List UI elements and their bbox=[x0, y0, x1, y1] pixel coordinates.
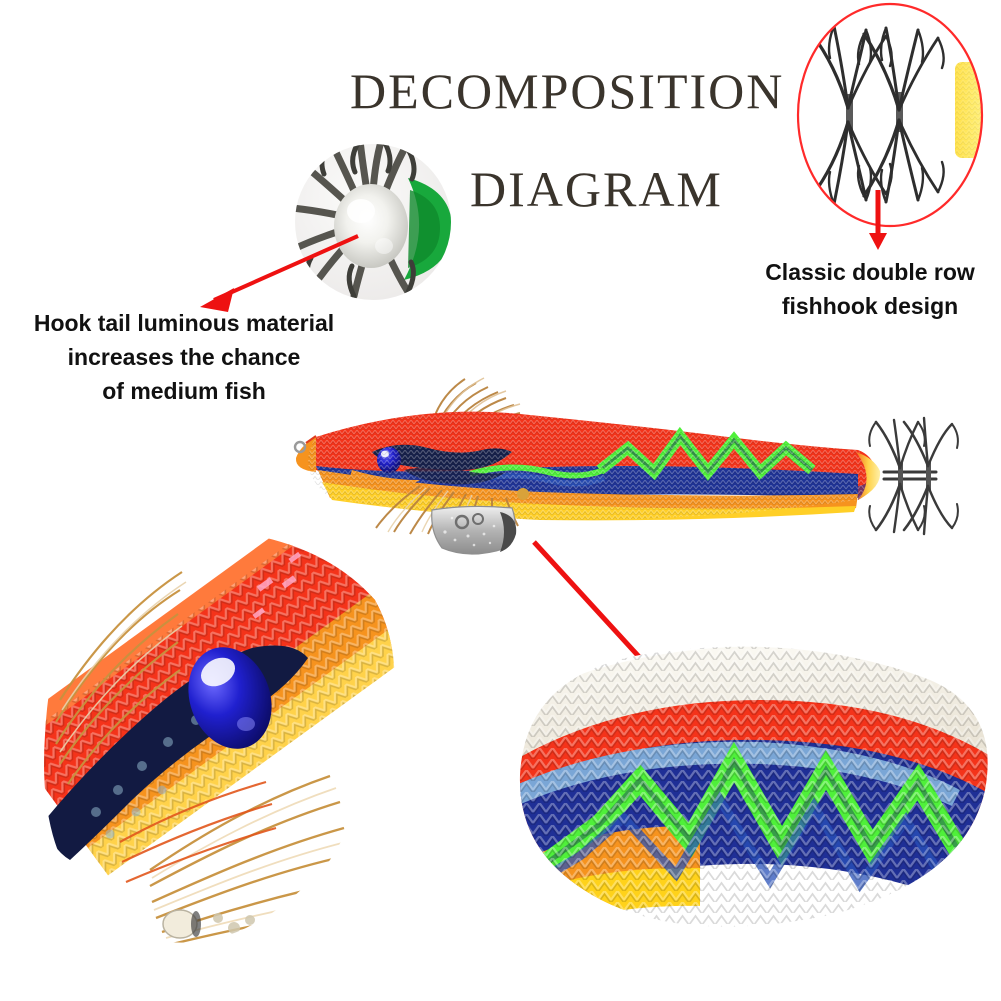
lure-body bbox=[293, 411, 877, 521]
callout-left-line3: of medium fish bbox=[102, 378, 266, 404]
callout-left: Hook tail luminous material increases th… bbox=[14, 306, 354, 408]
arrow-hook-to-caption bbox=[869, 190, 887, 250]
hook-inset-circle bbox=[796, 2, 984, 228]
page-title-line1: DECOMPOSITION bbox=[350, 63, 785, 119]
callout-left-line1: Hook tail luminous material bbox=[33, 310, 335, 336]
bead bbox=[517, 488, 529, 500]
arrow-luminous-to-caption bbox=[200, 234, 359, 312]
callout-right-line1: Classic double row bbox=[765, 259, 975, 285]
callout-right-line2: fishhook design bbox=[781, 293, 959, 319]
callout-left-line2: increases the chance bbox=[67, 344, 301, 370]
page-title-line2: DIAGRAM bbox=[470, 161, 723, 217]
fabric-closeup-figure bbox=[519, 646, 988, 927]
luminous-inset-figure bbox=[295, 144, 451, 300]
feather-skirt bbox=[375, 485, 519, 535]
main-lure-figure bbox=[293, 377, 959, 555]
head-closeup-figure bbox=[44, 527, 395, 943]
hook-inset-figure bbox=[796, 2, 984, 228]
keel-weight bbox=[431, 505, 517, 555]
tail-hooks bbox=[868, 416, 959, 536]
callout-right: Classic double row fishhook design bbox=[750, 255, 990, 323]
